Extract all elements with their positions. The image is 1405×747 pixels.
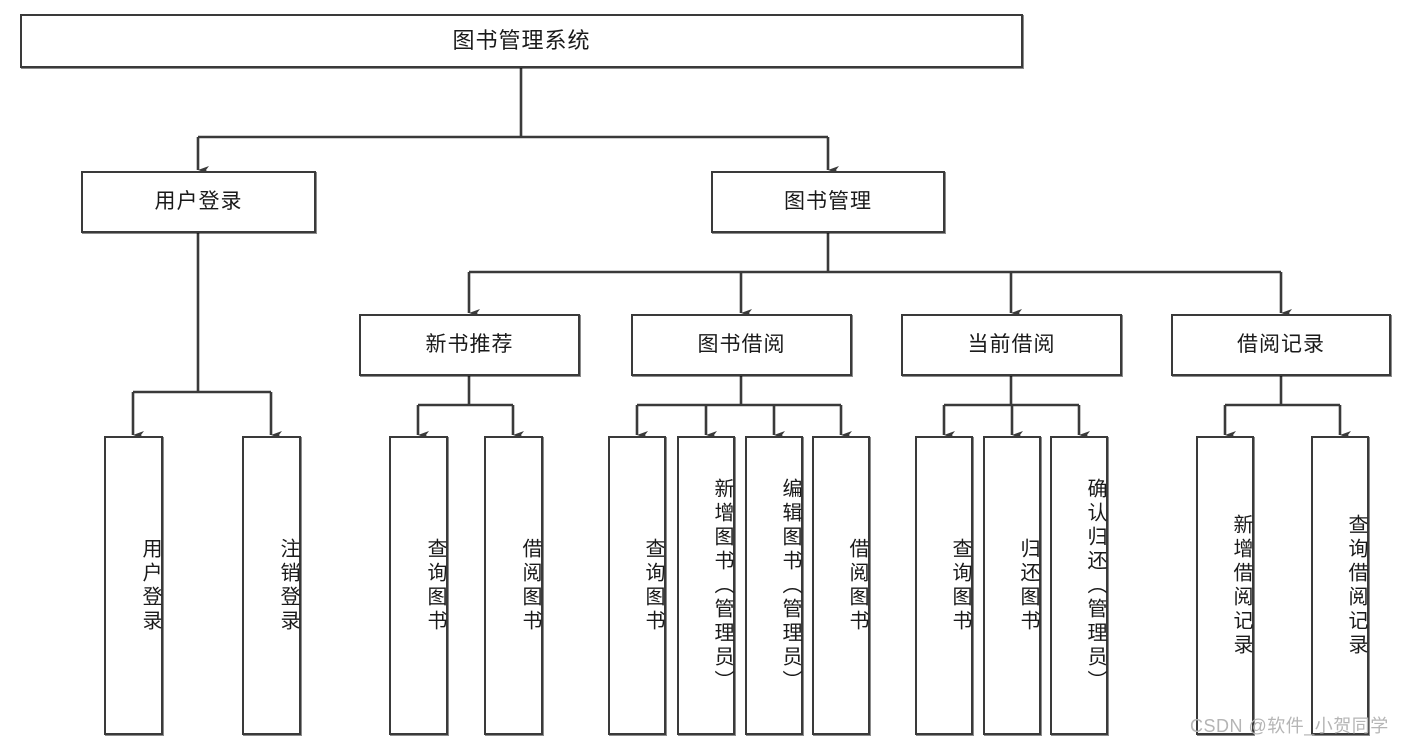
node-book-manage[interactable]: 图书管理 bbox=[711, 171, 945, 233]
node-label: 新书推荐 bbox=[425, 333, 514, 357]
node-new-book-rec[interactable]: 新书推荐 bbox=[359, 314, 580, 376]
node-label: 借阅图书 bbox=[846, 537, 868, 634]
node-label: 图书借阅 bbox=[697, 333, 786, 357]
node-leaf-add-borrow-record[interactable]: 新增借阅记录 bbox=[1196, 436, 1254, 735]
node-label: 查询图书 bbox=[424, 537, 446, 634]
node-leaf-query-borrow-record[interactable]: 查询借阅记录 bbox=[1311, 436, 1369, 735]
node-label: 注销登录 bbox=[277, 537, 299, 634]
node-label: 用户登录 bbox=[139, 537, 161, 634]
node-book-borrow[interactable]: 图书借阅 bbox=[631, 314, 852, 376]
node-label: 归还图书 bbox=[1017, 537, 1039, 634]
node-leaf-user-login[interactable]: 用户登录 bbox=[104, 436, 163, 735]
node-leaf-query-book-3[interactable]: 查询图书 bbox=[915, 436, 973, 735]
node-label: 确认归还（管理员） bbox=[1084, 477, 1106, 694]
node-label: 新增图书（管理员） bbox=[711, 477, 733, 694]
node-leaf-add-book-admin[interactable]: 新增图书（管理员） bbox=[677, 436, 735, 735]
node-leaf-query-book-1[interactable]: 查询图书 bbox=[389, 436, 448, 735]
node-label: 当前借阅 bbox=[967, 333, 1056, 357]
node-leaf-confirm-return-admin[interactable]: 确认归还（管理员） bbox=[1050, 436, 1108, 735]
node-label: 借阅图书 bbox=[519, 537, 541, 634]
node-label: 图书管理系统 bbox=[452, 27, 591, 53]
node-root[interactable]: 图书管理系统 bbox=[20, 14, 1023, 68]
node-borrow-record[interactable]: 借阅记录 bbox=[1171, 314, 1391, 376]
node-leaf-borrow-book-1[interactable]: 借阅图书 bbox=[484, 436, 543, 735]
node-label: 查询图书 bbox=[642, 537, 664, 634]
csdn-watermark: CSDN @软件_小贺同学 bbox=[1190, 716, 1389, 736]
node-label: 查询图书 bbox=[949, 537, 971, 634]
node-leaf-user-logout[interactable]: 注销登录 bbox=[242, 436, 301, 735]
node-label: 新增借阅记录 bbox=[1230, 513, 1252, 658]
node-label: 查询借阅记录 bbox=[1345, 513, 1367, 658]
node-current-borrow[interactable]: 当前借阅 bbox=[901, 314, 1122, 376]
node-leaf-query-book-2[interactable]: 查询图书 bbox=[608, 436, 666, 735]
node-leaf-return-book[interactable]: 归还图书 bbox=[983, 436, 1041, 735]
node-label: 编辑图书（管理员） bbox=[779, 477, 801, 694]
node-leaf-edit-book-admin[interactable]: 编辑图书（管理员） bbox=[745, 436, 803, 735]
node-label: 图书管理 bbox=[784, 190, 872, 214]
node-leaf-borrow-book-2[interactable]: 借阅图书 bbox=[812, 436, 870, 735]
node-label: 借阅记录 bbox=[1237, 333, 1325, 357]
node-label: 用户登录 bbox=[154, 190, 243, 214]
node-user-login[interactable]: 用户登录 bbox=[81, 171, 316, 233]
